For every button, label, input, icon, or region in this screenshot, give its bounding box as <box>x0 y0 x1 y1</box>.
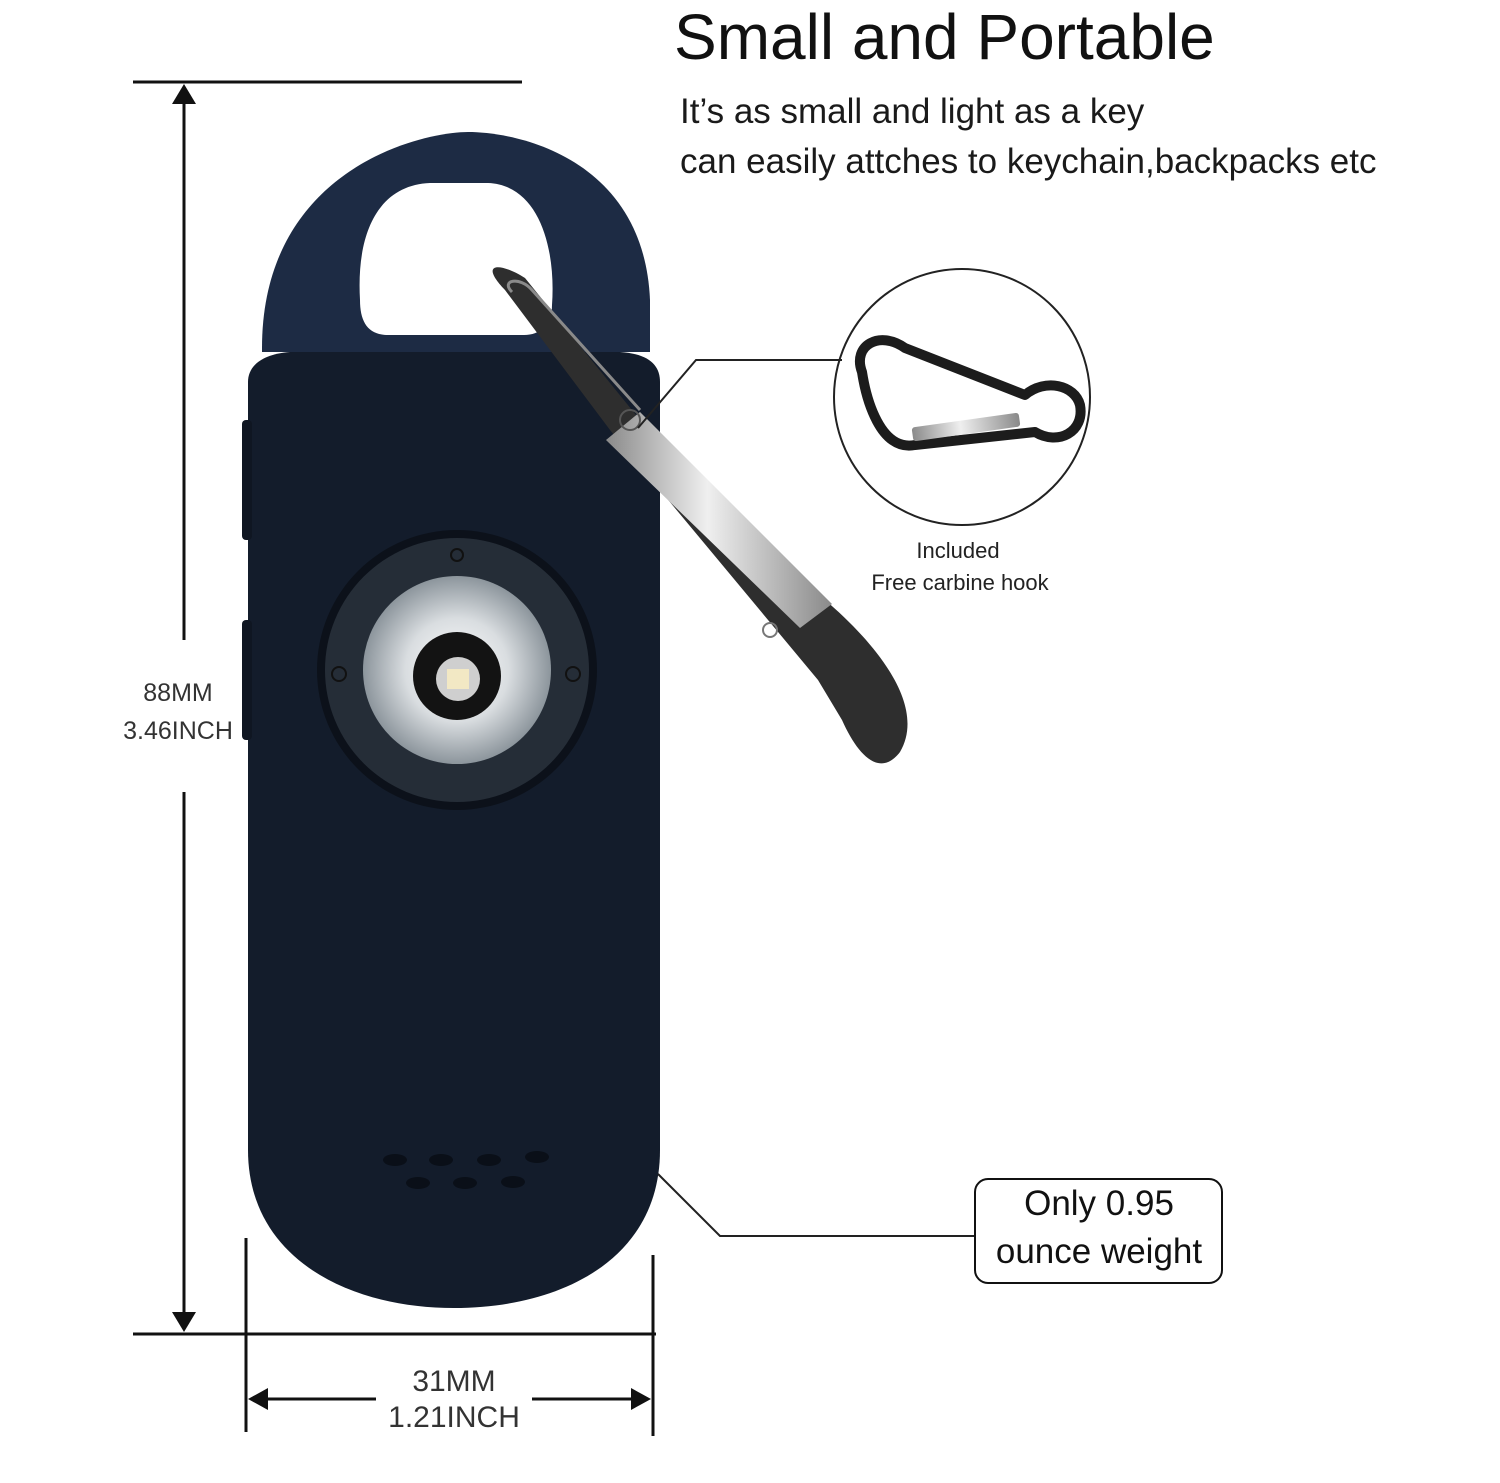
hook-leader-line <box>637 359 842 429</box>
arrow-right-icon <box>631 1388 651 1410</box>
headline-line-2: can easily attches to keychain,backpacks… <box>680 142 1377 181</box>
weight-callout-box <box>974 1178 1223 1284</box>
headline-title: Small and Portable <box>674 1 1215 73</box>
width-dimension-guide <box>244 1238 655 1436</box>
hook-caption-line-2: Free carbine hook <box>871 570 1049 595</box>
personal-alarm-device <box>242 132 660 1308</box>
weight-callout-line-1: Only 0.95 <box>1024 1184 1174 1223</box>
attached-carabiner <box>492 267 908 764</box>
weight-callout-line-2: ounce weight <box>995 1232 1203 1271</box>
carabiner-gate <box>606 412 832 628</box>
side-switch <box>242 620 252 740</box>
height-mm-label: 88MM <box>143 679 213 707</box>
keyring-hole <box>359 183 553 335</box>
height-dimension-guide <box>133 80 656 1336</box>
width-mm-label: 31MM <box>412 1365 496 1398</box>
carabiner-icon <box>855 335 1086 451</box>
height-inch-label: 3.46INCH <box>123 717 233 745</box>
arrow-up-icon <box>172 84 196 104</box>
side-button <box>242 420 252 540</box>
led-icon <box>447 669 469 689</box>
hook-caption-line-1: Included <box>916 538 1000 563</box>
arrow-down-icon <box>172 1312 196 1332</box>
device-body <box>248 352 660 1308</box>
width-inch-label: 1.21INCH <box>388 1401 520 1434</box>
weight-leader-line <box>657 1173 976 1237</box>
carabiner-zoom-circle <box>833 268 1091 526</box>
headline-line-1: It’s as small and light as a key <box>680 92 1145 131</box>
arrow-left-icon <box>248 1388 268 1410</box>
speaker-grille <box>383 1151 549 1189</box>
